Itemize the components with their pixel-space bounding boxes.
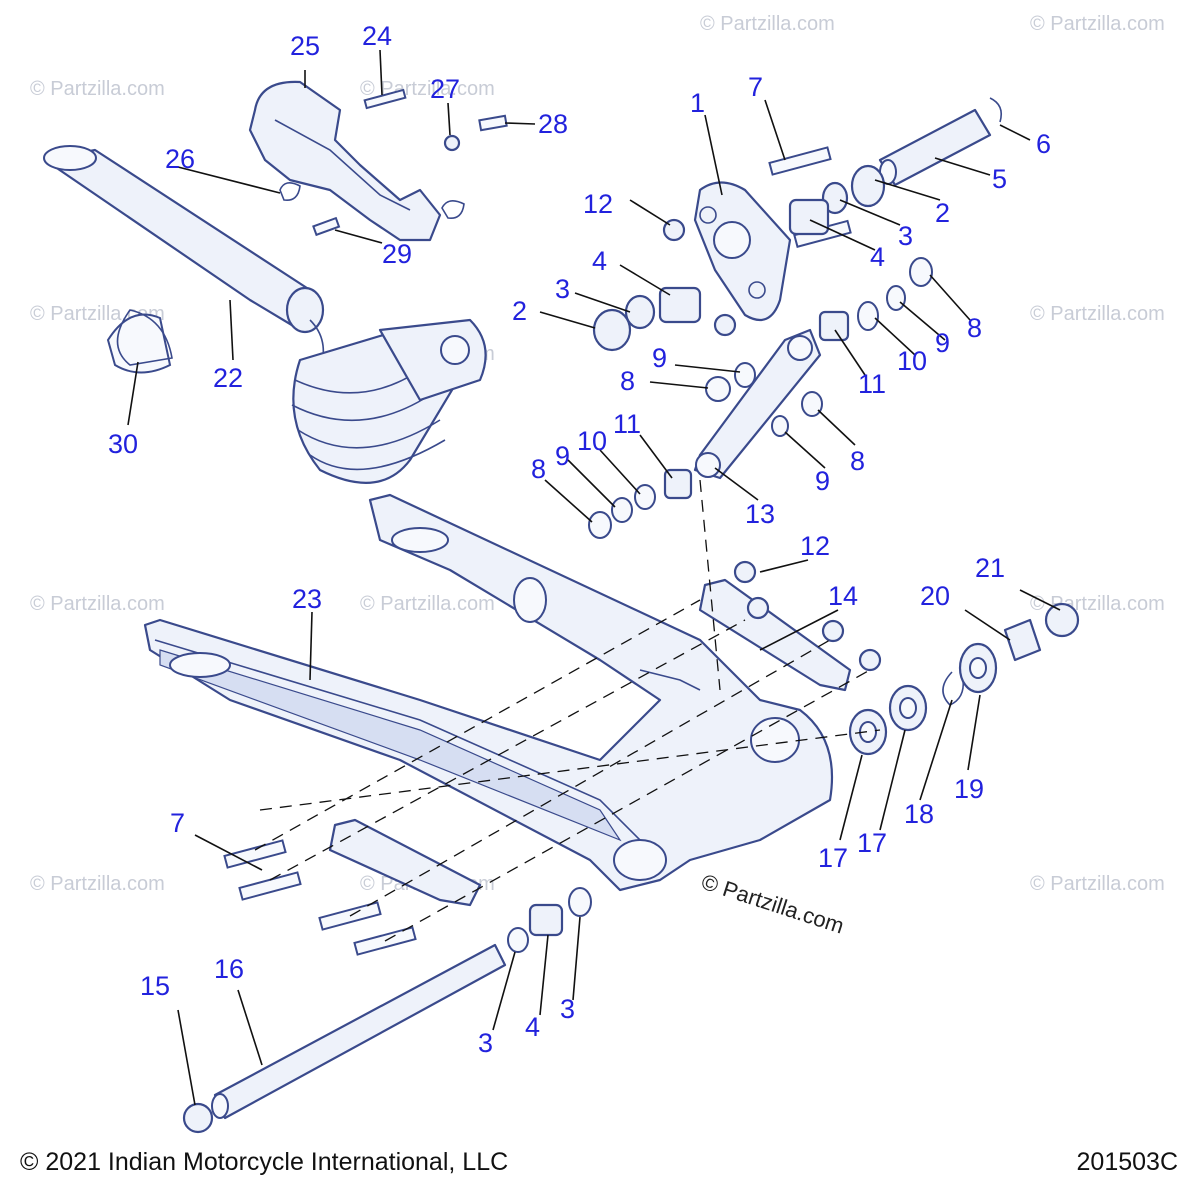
callout-3: 3 [478,1028,493,1058]
callout-labels: 1 2 2 3 3 3 3 4 4 4 5 6 7 7 8 8 8 8 9 9 … [108,21,1051,1058]
copyright-footer: © 2021 Indian Motorcycle International, … [20,1148,509,1176]
leader-lines [127,49,1061,1106]
callout-6: 6 [1036,129,1051,159]
watermark: © Partzilla.com [1030,873,1165,895]
clamp-drawing [116,309,173,366]
callout-25: 25 [290,31,320,61]
callout-8: 8 [850,446,865,476]
callout-8: 8 [620,366,635,396]
brand-mark: © Partzilla.com [698,869,847,939]
callout-24: 24 [362,21,392,51]
watermark: © Partzilla.com [360,593,495,615]
callout-5: 5 [992,164,1007,194]
callout-9: 9 [935,328,950,358]
callout-17: 17 [857,828,887,858]
callout-20: 20 [920,581,950,611]
callout-23: 23 [292,584,322,614]
callout-4: 4 [870,242,885,272]
callout-11: 11 [613,409,641,439]
callout-3: 3 [555,274,570,304]
diagram-code: 201503C [1076,1148,1178,1176]
callout-4: 4 [525,1012,540,1042]
callout-7: 7 [170,808,185,838]
callout-15: 15 [140,971,170,1001]
watermark: © Partzilla.com [30,593,165,615]
callout-9: 9 [652,343,667,373]
callout-12: 12 [800,531,830,561]
callout-1: 1 [690,88,705,118]
bracket-drawing [248,80,508,242]
callout-2: 2 [512,296,527,326]
callout-22: 22 [213,363,243,393]
callout-27: 27 [430,74,460,104]
callout-11: 11 [858,369,886,399]
bearings-drawing [848,602,1080,756]
callout-12: 12 [583,189,613,219]
watermark: © Partzilla.com [30,78,165,100]
watermarks: © Partzilla.com © Partzilla.com © Partzi… [30,13,1165,895]
callout-16: 16 [214,954,244,984]
callout-21: 21 [975,553,1005,583]
callout-19: 19 [954,774,984,804]
link-drawing [588,257,933,539]
callout-2: 2 [935,198,950,228]
watermark: © Partzilla.com [700,13,835,35]
callout-13: 13 [745,499,775,529]
callout-3: 3 [898,221,913,251]
callout-26: 26 [165,144,195,174]
callout-30: 30 [108,429,138,459]
axle-drawing [182,887,592,1134]
watermark: © Partzilla.com [1030,303,1165,325]
callout-10: 10 [577,426,607,456]
callout-4: 4 [592,246,607,276]
callout-17: 17 [818,843,848,873]
plates-drawing [223,560,882,956]
rocker-assembly-drawing [592,97,1003,352]
callout-28: 28 [538,109,568,139]
callout-8: 8 [531,454,546,484]
callout-18: 18 [904,799,934,829]
watermark: © Partzilla.com [30,873,165,895]
callout-3: 3 [560,994,575,1024]
callout-10: 10 [897,346,927,376]
callout-8: 8 [967,313,982,343]
callout-29: 29 [382,239,412,269]
callout-9: 9 [555,441,570,471]
swingarm-drawing [143,493,834,892]
assembly-lines [254,479,881,942]
callout-9: 9 [815,466,830,496]
callout-7: 7 [748,72,763,102]
watermark: © Partzilla.com [1030,13,1165,35]
callout-14: 14 [828,581,858,611]
